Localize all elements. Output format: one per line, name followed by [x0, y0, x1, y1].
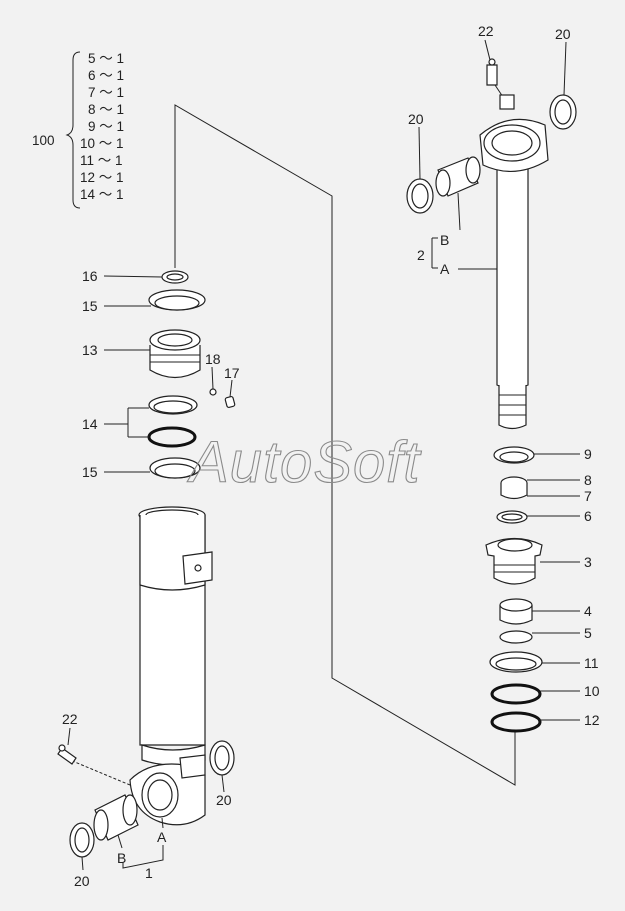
right-seals-bushing	[406, 94, 577, 214]
kit-item: 10 ～ 1	[80, 136, 124, 151]
callout-20: 20	[555, 26, 571, 42]
kit-brace	[65, 51, 81, 209]
callout-20: 20	[216, 792, 232, 808]
kit-number: 100	[32, 133, 55, 148]
right-stack	[485, 446, 543, 733]
piston-rod	[479, 94, 549, 430]
kit-item: 8 ～ 1	[88, 102, 124, 117]
kit-item: 5 ～ 1	[88, 51, 124, 66]
callout-20: 20	[74, 873, 90, 889]
callout-2b: B	[440, 232, 449, 248]
callout-9: 9	[584, 446, 592, 462]
cylinder-tube	[129, 506, 213, 826]
callout-18: 18	[205, 351, 221, 367]
callout-22: 22	[478, 23, 494, 39]
kit-item: 12 ～ 1	[80, 170, 124, 185]
kit-item: 6 ～ 1	[88, 68, 124, 83]
callout-5: 5	[584, 625, 592, 641]
kit-item: 11 ～ 1	[80, 153, 123, 168]
callout-11: 11	[584, 655, 599, 671]
left-bushing	[93, 794, 139, 841]
assembly-lines	[69, 84, 516, 786]
callout-2: 2	[417, 247, 425, 263]
callout-labels: 16 15 13 18 17 14 15 22 20 20 B A 1 22 2…	[62, 23, 600, 889]
callout-3: 3	[584, 554, 592, 570]
kit-item: 7 ～ 1	[88, 85, 124, 100]
callout-1b: B	[117, 850, 126, 866]
kit-item: 14 ～ 1	[80, 187, 124, 202]
callout-7: 7	[584, 488, 592, 504]
callout-2a: A	[440, 261, 450, 277]
grease-fitting-left	[57, 744, 77, 765]
callout-20: 20	[408, 111, 424, 127]
callout-8: 8	[584, 472, 592, 488]
kit-list: 100 5 ～ 1 6 ～ 1 7 ～ 1 8 ～ 1 9 ～ 1 10 ～ 1…	[32, 51, 124, 209]
callout-15: 15	[82, 298, 98, 314]
callout-16: 16	[82, 268, 98, 284]
callout-17: 17	[224, 365, 240, 381]
callout-1: 1	[145, 865, 153, 881]
callout-22: 22	[62, 711, 78, 727]
left-stack	[147, 270, 236, 479]
grease-fitting-right	[486, 58, 498, 86]
watermark: AutoSoft	[187, 430, 422, 495]
callout-14: 14	[82, 416, 98, 432]
callout-6: 6	[584, 508, 592, 524]
callout-13: 13	[82, 342, 98, 358]
leader-lines	[67, 39, 580, 871]
left-seals	[69, 740, 235, 858]
callout-12: 12	[584, 712, 600, 728]
kit-item: 9 ～ 1	[88, 119, 124, 134]
callout-4: 4	[584, 603, 592, 619]
callout-15: 15	[82, 464, 98, 480]
callout-1a: A	[157, 829, 167, 845]
callout-10: 10	[584, 683, 600, 699]
